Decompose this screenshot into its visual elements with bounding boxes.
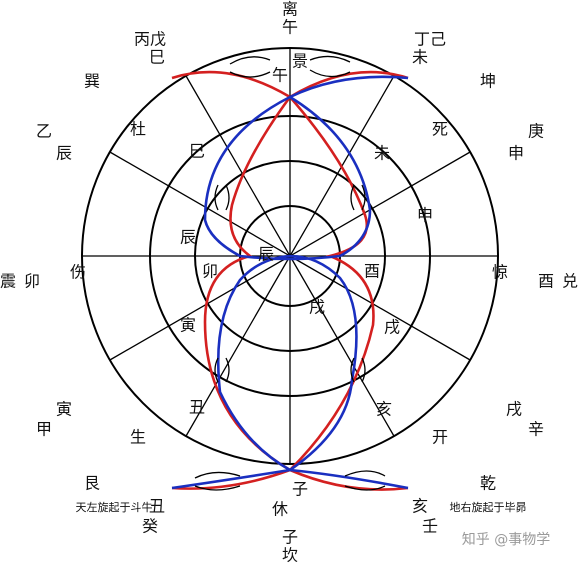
arrow-bottom-right <box>344 470 386 491</box>
branch-xu: 戌 <box>384 318 400 337</box>
arrow-top-left <box>229 56 271 78</box>
label-gui: 癸 <box>142 517 158 536</box>
door-jing: 景 <box>292 52 308 71</box>
branch-you: 酉 <box>364 262 380 281</box>
label-xin: 辛 <box>528 420 544 439</box>
spoke-7 <box>109 151 291 257</box>
branch-wei: 未 <box>374 144 390 163</box>
door-du: 杜 <box>130 120 146 139</box>
branch-shen: 申 <box>417 206 433 225</box>
branch-inner-xu: 戌 <box>309 298 325 317</box>
label-kun: 坤 <box>480 72 496 91</box>
door-sheng: 生 <box>130 428 146 447</box>
branch-wu: 午 <box>272 66 288 85</box>
door-xiu: 休 <box>272 500 288 519</box>
door-si: 死 <box>432 120 448 139</box>
watermark: 知乎 @事物学 <box>462 531 550 548</box>
label-you-outer: 酉 <box>538 272 554 291</box>
label-hai-outer: 亥 <box>412 497 428 516</box>
label-bing-wu: 丙戊 <box>134 30 166 49</box>
spoke-2 <box>289 255 395 437</box>
label-chou-outer: 丑 <box>149 497 165 516</box>
arrow-mid-right-upper <box>350 184 366 211</box>
branch-chen: 辰 <box>180 228 196 247</box>
branch-mao: 卯 <box>202 262 218 281</box>
arrow-mid-left-lower <box>214 357 230 383</box>
door-kai: 开 <box>432 428 448 447</box>
label-dui: 兑 <box>562 272 578 291</box>
label-ren: 壬 <box>422 517 438 536</box>
label-si-top: 巳 <box>149 48 165 67</box>
label-ding-ji: 丁己 <box>414 30 446 49</box>
branch-si: 巳 <box>189 142 205 161</box>
label-kan: 坎 <box>282 546 298 565</box>
spoke-1 <box>289 255 471 361</box>
door-jing2: 惊 <box>492 263 508 282</box>
branch-chou: 丑 <box>189 398 205 417</box>
arrow-mid-left-upper <box>214 184 230 211</box>
radial-spokes <box>82 48 498 464</box>
branch-yin: 寅 <box>180 316 196 335</box>
label-gen: 艮 <box>84 474 100 493</box>
spoke-11 <box>289 151 471 257</box>
label-yin-outer: 寅 <box>56 400 72 419</box>
label-wei-top: 未 <box>412 48 428 67</box>
branch-zi: 子 <box>292 480 308 499</box>
spoke-5 <box>109 255 291 361</box>
spoke-4 <box>185 255 291 437</box>
arrow-bottom-left <box>194 471 241 491</box>
label-shen-outer: 申 <box>508 144 524 163</box>
label-chen-outer: 辰 <box>56 144 72 163</box>
door-shang: 伤 <box>70 263 86 282</box>
rotation-arrows <box>194 55 386 491</box>
label-zi-outer: 子 <box>282 528 298 547</box>
label-li: 离 <box>282 0 298 19</box>
spoke-8 <box>185 75 291 257</box>
label-mao-outer: 卯 <box>24 272 40 291</box>
blue-rotation-curve <box>171 75 409 490</box>
label-qian: 乾 <box>480 474 496 493</box>
label-xun: 巽 <box>84 72 100 91</box>
branch-inner-chen: 辰 <box>258 245 274 264</box>
label-xu-outer: 戌 <box>506 400 522 419</box>
arrow-mid-right-lower <box>350 357 366 383</box>
label-geng: 庚 <box>528 122 544 141</box>
label-zhen: 震 <box>0 272 16 291</box>
branch-hai: 亥 <box>376 400 392 419</box>
label-wu-top: 午 <box>282 18 298 37</box>
label-jia: 甲 <box>36 420 52 439</box>
caption-left: 天左旋起于斗牛 <box>76 500 153 514</box>
arrow-top-right <box>309 55 351 78</box>
caption-right: 地右旋起于毕昴 <box>450 500 527 514</box>
label-yi: 乙 <box>36 122 52 141</box>
